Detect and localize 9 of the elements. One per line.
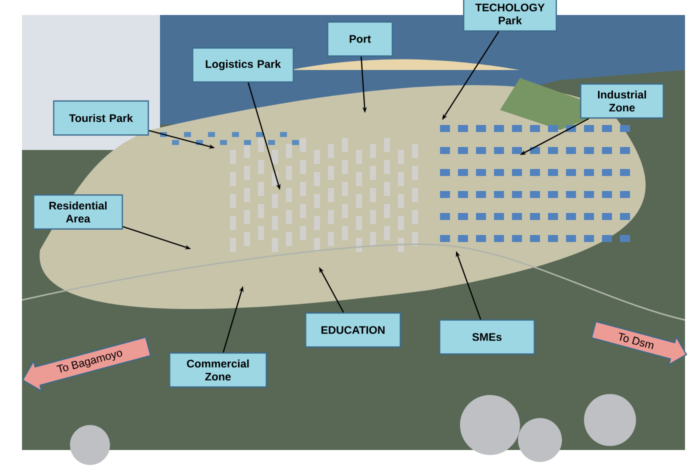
label-box: SMEs [439, 319, 535, 355]
label-box: TECHOLOGY Park [463, 0, 557, 32]
label-box: Industrial Zone [580, 83, 664, 119]
label-box: Logistics Park [192, 47, 294, 83]
label-box: Tourist Park [53, 100, 149, 136]
label-box: Port [327, 21, 393, 57]
label-box: Commercial Zone [169, 352, 267, 388]
label-box: EDUCATION [305, 312, 401, 348]
label-box: Residential Area [33, 194, 123, 230]
